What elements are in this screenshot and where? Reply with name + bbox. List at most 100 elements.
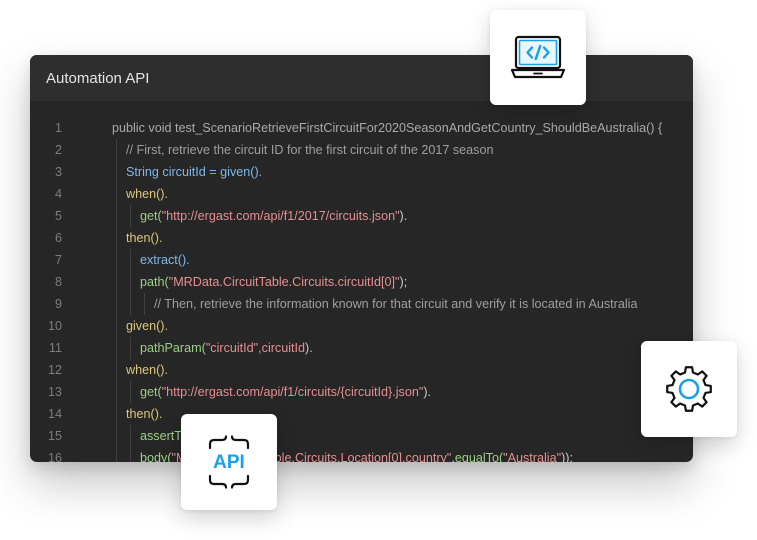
indent-guide	[130, 337, 131, 359]
line-number: 10	[47, 319, 62, 333]
code-text: path("MRData.CircuitTable.Circuits.circu…	[140, 271, 407, 293]
code-token: public void test_ScenarioRetrieveFirstCi…	[112, 121, 663, 135]
editor-title-bar: Automation API	[30, 55, 693, 101]
code-text: get("http://ergast.com/api/f1/2017/circu…	[140, 205, 407, 227]
code-text: then().	[126, 227, 162, 249]
code-line: 13 get("http://ergast.com/api/f1/circuits…	[30, 381, 693, 403]
code-token: // First, retrieve the circuit ID for th…	[126, 143, 494, 157]
code-token: "circuitId",circuitId	[205, 341, 306, 355]
indent-guide	[116, 293, 117, 315]
editor-title: Automation API	[46, 69, 150, 87]
code-token: path(	[140, 275, 169, 289]
code-token: "MRData.CircuitTable.Circuits.Location[0…	[171, 451, 452, 462]
code-token: then().	[126, 407, 163, 421]
line-number: 8	[54, 275, 62, 289]
code-line: 6 then().	[30, 227, 693, 249]
line-number: 9	[54, 297, 62, 311]
code-text: String circuitId = given().	[126, 161, 262, 183]
indent-guide	[116, 183, 117, 205]
indent-guide	[116, 139, 117, 161]
line-number: 16	[47, 451, 62, 462]
line-number: 15	[47, 429, 62, 443]
indent-guide	[144, 293, 145, 315]
indent-guide	[116, 359, 117, 381]
code-token: String circuitId = given().	[126, 165, 263, 179]
code-text: get("http://ergast.com/api/f1/circuits/{…	[140, 381, 431, 403]
code-text: body("MRData.CircuitTable.Circuits.Locat…	[140, 447, 573, 462]
code-token: equalTo(	[454, 451, 504, 462]
code-line: 5 get("http://ergast.com/api/f1/2017/circ…	[30, 205, 693, 227]
code-text: extract().	[140, 249, 190, 271]
line-number: 6	[54, 231, 62, 245]
code-editor-window: Automation API 1 public void test_Scenari…	[30, 55, 693, 462]
code-token: );	[399, 275, 408, 289]
indent-guide	[130, 425, 131, 447]
code-text: given().	[126, 315, 168, 337]
code-line: 2 // First, retrieve the circuit ID for t…	[30, 139, 693, 161]
api-label: API	[213, 452, 245, 473]
code-text: then().	[126, 403, 162, 425]
indent-guide	[116, 249, 117, 271]
code-token: ).	[399, 209, 408, 223]
line-number: 14	[47, 407, 62, 421]
indent-guide	[116, 161, 117, 183]
line-number: 5	[54, 209, 62, 223]
indent-guide	[130, 249, 131, 271]
indent-guide	[116, 337, 117, 359]
code-token: given().	[126, 319, 168, 333]
code-line: 1 public void test_ScenarioRetrieveFirstC…	[30, 117, 693, 139]
code-text: // First, retrieve the circuit ID for th…	[126, 139, 493, 161]
line-number: 4	[54, 187, 62, 201]
code-token: when().	[126, 187, 168, 201]
code-token: "Australia"	[503, 451, 562, 462]
indent-guide	[116, 381, 117, 403]
code-text: // Then, retrieve the information known …	[154, 293, 637, 315]
line-number: 13	[47, 385, 62, 399]
indent-guide	[116, 425, 117, 447]
line-number: 12	[47, 363, 62, 377]
code-token: "http://ergast.com/api/f1/circuits/{circ…	[161, 385, 424, 399]
code-text: when().	[126, 359, 168, 381]
code-token: body(	[140, 451, 172, 462]
gear-card	[641, 341, 737, 437]
indent-guide	[116, 403, 117, 425]
indent-guide	[116, 271, 117, 293]
indent-guide	[130, 381, 131, 403]
laptop-code-icon	[510, 35, 566, 78]
indent-guide	[130, 447, 131, 462]
indent-guide	[116, 315, 117, 337]
code-block: 1 public void test_ScenarioRetrieveFirstC…	[30, 117, 693, 462]
code-line: 9 // Then, retrieve the information known…	[30, 293, 693, 315]
code-token: when().	[126, 363, 168, 377]
indent-guide	[130, 271, 131, 293]
code-line: 16 body("MRData.CircuitTable.Circuits.Loc…	[30, 447, 693, 462]
line-number: 3	[54, 165, 62, 179]
code-line: 12 when().	[30, 359, 693, 381]
line-number: 2	[54, 143, 62, 157]
api-card: API	[181, 414, 277, 510]
code-token: get(	[140, 385, 162, 399]
code-text: pathParam("circuitId",circuitId).	[140, 337, 313, 359]
indent-guide	[130, 205, 131, 227]
indent-guide	[116, 447, 117, 462]
line-number: 1	[54, 121, 62, 135]
code-token: pathParam(	[140, 341, 206, 355]
indent-guide	[116, 205, 117, 227]
code-text: public void test_ScenarioRetrieveFirstCi…	[112, 117, 662, 139]
gear-icon	[666, 366, 712, 412]
code-token: ));	[561, 451, 573, 462]
code-line: 7 extract().	[30, 249, 693, 271]
code-token: then().	[126, 231, 163, 245]
code-text: when().	[126, 183, 168, 205]
code-token: "http://ergast.com/api/f1/2017/circuits.…	[161, 209, 400, 223]
line-number: 7	[54, 253, 62, 267]
indent-guide	[116, 227, 117, 249]
code-line: 3 String circuitId = given().	[30, 161, 693, 183]
code-line: 10 given().	[30, 315, 693, 337]
code-line: 4 when().	[30, 183, 693, 205]
indent-guide	[130, 293, 131, 315]
code-token: ,	[451, 451, 455, 462]
code-token: ).	[423, 385, 432, 399]
